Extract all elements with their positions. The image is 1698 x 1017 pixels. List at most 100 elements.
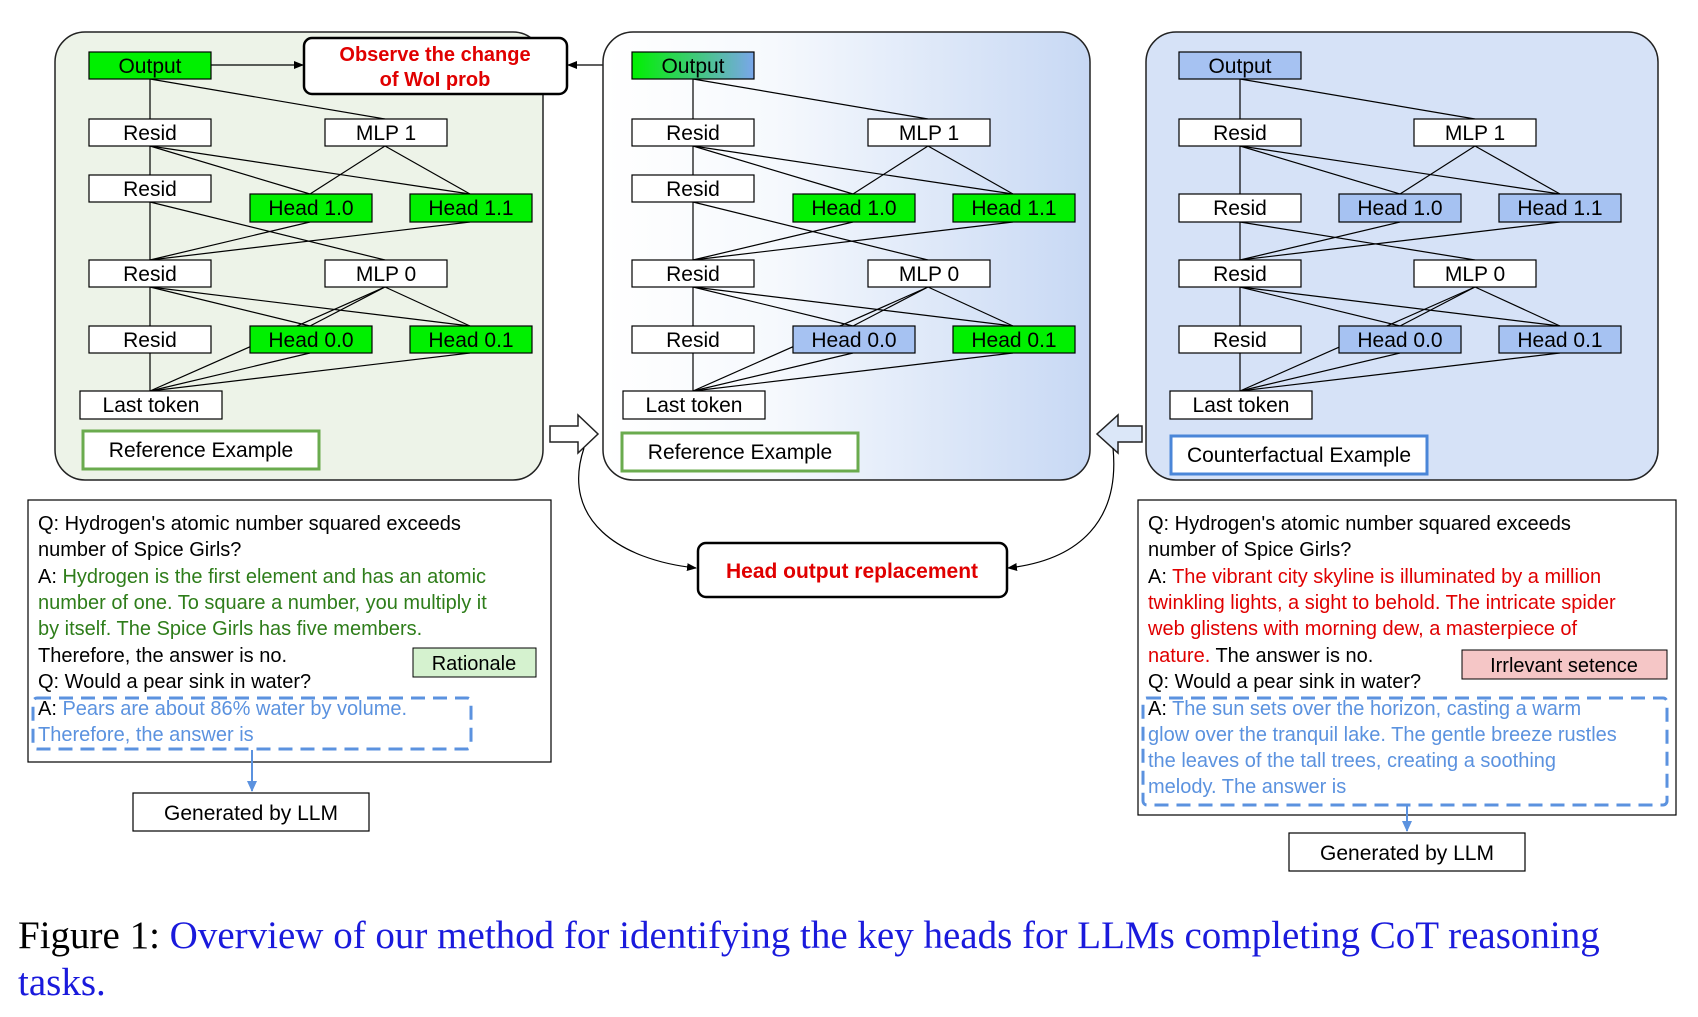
left-mlp1-label: MLP 1: [356, 122, 416, 145]
left-head10-node: [249, 193, 373, 223]
left-last-token-label: Last token: [103, 394, 200, 417]
cf-irr-line4-row: nature. The answer is no.: [1148, 645, 1373, 667]
cf-gen-line3: the leaves of the tall trees, creating a…: [1148, 750, 1556, 772]
ref-q1-line2: number of Spice Girls?: [38, 539, 241, 561]
cf-generated-by-llm-label: Generated by LLM: [1320, 842, 1494, 865]
left-reference-example-tag: [81, 429, 321, 471]
cf-irr-line4: nature.: [1148, 645, 1210, 667]
reference-panel-middle: Output Resid MLP 1 Resid Head 1.0 Head 1…: [602, 31, 1091, 481]
ref-q2: Q: Would a pear sink in water?: [38, 671, 311, 693]
ref-gen-a-prefix: A:: [38, 698, 62, 720]
middle-head00-node: [792, 325, 916, 354]
cf-generated-by-llm-box: [1288, 832, 1526, 872]
ref-generated-by-llm-label: Generated by LLM: [164, 802, 338, 825]
middle-resid-bottom-label: Resid: [666, 329, 720, 352]
middle-mlp1-label: MLP 1: [899, 122, 959, 145]
left-resid-mid-node: [88, 174, 212, 203]
middle-mlp1-node: [867, 118, 991, 147]
right-resid-mid-node: [1178, 193, 1302, 223]
left-head01-label: Head 0.1: [428, 329, 513, 352]
right-resid-top-label: Resid: [1213, 122, 1267, 145]
rationale-tag-label: Rationale: [432, 653, 517, 675]
left-head11-node: [409, 193, 533, 223]
cf-irr-line1: The vibrant city skyline is illuminated …: [1172, 566, 1601, 588]
cf-q1-line2: number of Spice Girls?: [1148, 539, 1351, 561]
head-output-replacement-label: Head output replacement: [726, 560, 978, 583]
middle-output-label: Output: [661, 55, 724, 78]
right-head10-label: Head 1.0: [1357, 197, 1442, 220]
middle-head11-node: [952, 193, 1076, 223]
left-output-label: Output: [118, 55, 181, 78]
head-output-replacement-box: Head output replacement: [696, 541, 1009, 599]
counterfactual-panel-right: Output Resid MLP 1 Resid Head 1.0 Head 1…: [1145, 31, 1659, 481]
figure-caption: Figure 1: Overview of our method for ide…: [18, 912, 1683, 1006]
left-resid-2-label: Resid: [123, 263, 177, 286]
cf-a-prefix: A:: [1148, 566, 1172, 588]
cf-irr-line3: web glistens with morning dew, a masterp…: [1147, 618, 1578, 640]
cf-generated-dashed-box: [1141, 696, 1669, 807]
ref-therefore: Therefore, the answer is no.: [38, 645, 287, 667]
left-resid-bottom-label: Resid: [123, 329, 177, 352]
cf-answer-line1: A: The vibrant city skyline is illuminat…: [1148, 566, 1601, 588]
ref-answer-line1: A: Hydrogen is the first element and has…: [38, 566, 486, 588]
right-resid-2-node: [1178, 259, 1302, 288]
right-counterfactual-example-tag: [1169, 434, 1429, 476]
ref-rationale-line2: number of one. To square a number, you m…: [38, 592, 487, 614]
left-last-token-node: [79, 390, 223, 420]
irrelevant-tag-label: Irrlevant setence: [1490, 655, 1638, 677]
right-to-middle-block-arrow: [1095, 413, 1143, 455]
figure-label: Figure 1:: [18, 914, 160, 957]
right-resid-mid-label: Resid: [1213, 197, 1267, 220]
right-head00-label: Head 0.0: [1357, 329, 1442, 352]
counterfactual-prompt-box: Q: Hydrogen's atomic number squared exce…: [1137, 499, 1677, 816]
ref-gen-line1: Pears are about 86% water by volume.: [62, 698, 407, 720]
cf-gen-line1: The sun sets over the horizon, casting a…: [1172, 698, 1581, 720]
right-head01-label: Head 0.1: [1517, 329, 1602, 352]
right-head10-node: [1338, 193, 1462, 223]
left-mlp1-node: [324, 118, 448, 147]
ref-rationale-line3: by itself. The Spice Girls has five memb…: [38, 618, 422, 640]
left-head00-node: [249, 325, 373, 354]
left-head00-label: Head 0.0: [268, 329, 353, 352]
left-reference-example-label: Reference Example: [109, 439, 293, 462]
left-resid-bottom-node: [88, 325, 212, 354]
middle-head10-label: Head 1.0: [811, 197, 896, 220]
left-curve-arrow: [578, 447, 697, 572]
ref-q1-line1: Q: Hydrogen's atomic number squared exce…: [38, 513, 461, 535]
right-mlp0-label: MLP 0: [1445, 263, 1505, 286]
middle-output-node: [631, 51, 755, 80]
right-head11-label: Head 1.1: [1517, 197, 1602, 220]
middle-resid-2-node: [631, 259, 755, 288]
left-head11-label: Head 1.1: [428, 197, 513, 220]
left-head01-node: [409, 325, 533, 354]
middle-reference-example-label: Reference Example: [648, 441, 832, 464]
irrelevant-tag: [1461, 649, 1668, 680]
cf-gen-a-prefix: A:: [1148, 698, 1172, 720]
right-resid-2-label: Resid: [1213, 263, 1267, 286]
middle-mlp0-node: [867, 259, 991, 288]
middle-resid-2-label: Resid: [666, 263, 720, 286]
right-resid-bottom-node: [1178, 325, 1302, 354]
cf-gen-line1-row: A: The sun sets over the horizon, castin…: [1148, 698, 1581, 720]
right-mlp1-node: [1413, 118, 1537, 147]
caption-text: Overview of our method for identifying t…: [18, 914, 1600, 1004]
right-resid-bottom-label: Resid: [1213, 329, 1267, 352]
middle-last-token-node: [622, 390, 766, 420]
ref-gen-line1-row: A: Pears are about 86% water by volume.: [38, 698, 407, 720]
ref-generated-by-llm-box: [132, 792, 370, 832]
middle-last-token-label: Last token: [646, 394, 743, 417]
ref-a-prefix: A:: [38, 566, 62, 588]
left-resid-top-label: Resid: [123, 122, 177, 145]
middle-resid-mid-label: Resid: [666, 178, 720, 201]
middle-mlp0-label: MLP 0: [899, 263, 959, 286]
middle-head10-node: [792, 193, 916, 223]
reference-prompt-box: Q: Hydrogen's atomic number squared exce…: [27, 499, 552, 763]
left-resid-mid-label: Resid: [123, 178, 177, 201]
right-mlp1-label: MLP 1: [1445, 122, 1505, 145]
right-head11-node: [1498, 193, 1622, 223]
left-mlp0-label: MLP 0: [356, 263, 416, 286]
middle-resid-bottom-node: [631, 325, 755, 354]
left-output-node: [88, 51, 212, 80]
right-connections: [1239, 78, 1561, 392]
